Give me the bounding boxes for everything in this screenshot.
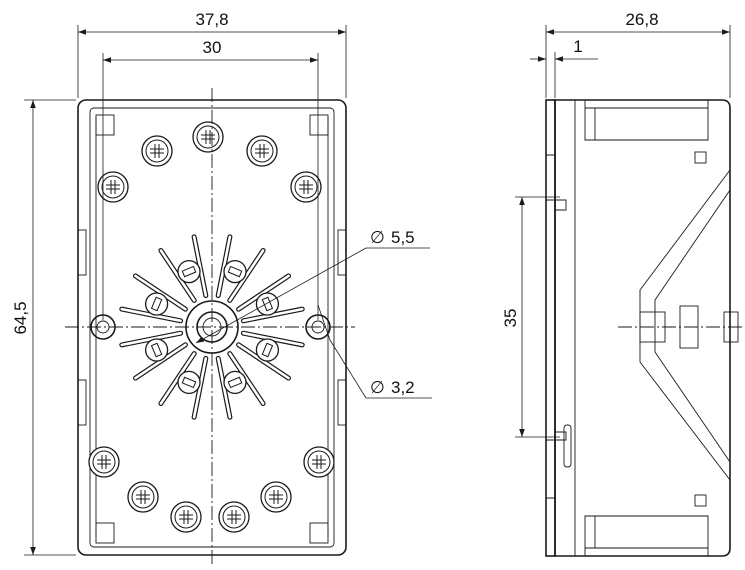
socket-contact bbox=[144, 292, 169, 316]
corner-boss-tr bbox=[309, 114, 329, 136]
terminal-screw bbox=[88, 446, 120, 478]
terminal-screw bbox=[290, 171, 322, 203]
side-window-bottom bbox=[694, 494, 707, 507]
dimension-pin-pitch-width: 30 bbox=[203, 38, 222, 57]
diameter-symbol-mount: ∅ bbox=[370, 378, 385, 397]
socket-rib-inner bbox=[242, 331, 304, 347]
socket-contact bbox=[177, 259, 201, 284]
socket-rib-inner bbox=[216, 357, 232, 419]
corner-boss-br bbox=[309, 522, 329, 544]
socket-rib-inner bbox=[192, 235, 208, 297]
side-view: 26,8 1 35 bbox=[501, 10, 745, 557]
socket-contact bbox=[177, 370, 201, 395]
terminal-screw bbox=[170, 501, 202, 533]
side-notch-l2 bbox=[77, 379, 87, 426]
socket-rib-inner bbox=[134, 343, 187, 380]
socket-rib-inner bbox=[120, 307, 182, 323]
terminal-screw bbox=[127, 481, 159, 513]
side-top-terminal bbox=[584, 100, 709, 141]
dimension-center-hole-diameter: 5,5 bbox=[391, 228, 415, 247]
socket-contact bbox=[144, 338, 169, 362]
terminal-screw bbox=[260, 481, 292, 513]
side-window-top bbox=[694, 151, 707, 164]
leader-mount-hole bbox=[329, 339, 367, 399]
side-bottom-terminal bbox=[584, 515, 709, 556]
side-notch-r1 bbox=[337, 229, 347, 276]
socket-rib-inner bbox=[159, 352, 196, 405]
socket-rib-inner bbox=[120, 331, 182, 347]
dimension-rail-width: 35 bbox=[501, 309, 520, 328]
side-notch-l1 bbox=[77, 229, 87, 276]
diameter-symbol-center: ∅ bbox=[370, 228, 385, 247]
side-socket-taper bbox=[639, 169, 731, 481]
dimension-mounting-hole-diameter: 3,2 bbox=[391, 378, 415, 397]
terminal-screw bbox=[246, 135, 278, 167]
socket-rib-inner bbox=[237, 274, 290, 311]
socket-contact bbox=[223, 370, 247, 395]
socket-rib-inner bbox=[228, 352, 265, 405]
side-flange bbox=[545, 99, 556, 557]
dimension-overall-height: 64,5 bbox=[11, 301, 30, 334]
terminal-screw bbox=[303, 446, 335, 478]
socket-rib-inner bbox=[159, 249, 196, 302]
terminal-screw bbox=[192, 121, 224, 153]
socket-contact bbox=[255, 338, 280, 362]
leader-center-hole bbox=[195, 247, 367, 344]
side-release-tab bbox=[563, 424, 572, 468]
side-body-outline bbox=[554, 99, 731, 557]
side-clip-bottom bbox=[546, 431, 567, 499]
socket-rib-inner bbox=[228, 249, 265, 302]
front-body-inner bbox=[89, 107, 335, 548]
socket-rib-inner bbox=[242, 307, 304, 323]
terminal-screw bbox=[141, 135, 173, 167]
front-view: 37,8 30 64,5 ∅ 5,5 ∅ 3,2 bbox=[11, 10, 432, 567]
dimension-overall-width: 37,8 bbox=[195, 10, 228, 29]
side-clip-top bbox=[546, 154, 567, 211]
terminal-screws bbox=[88, 121, 335, 533]
socket-contact bbox=[223, 259, 247, 284]
side-notch-r2 bbox=[337, 379, 347, 426]
leader-mount-hole-top bbox=[317, 304, 331, 341]
socket-rib-inner bbox=[192, 357, 208, 419]
corner-boss-tl bbox=[95, 114, 115, 136]
octal-socket bbox=[119, 234, 305, 420]
terminal-screw bbox=[218, 501, 250, 533]
socket-rib-inner bbox=[134, 274, 187, 311]
socket-rib-inner bbox=[216, 235, 232, 297]
corner-boss-bl bbox=[95, 522, 115, 544]
socket-rib-inner bbox=[237, 343, 290, 380]
dimension-overall-depth: 26,8 bbox=[625, 10, 658, 29]
side-socket-taper-inner bbox=[654, 189, 731, 463]
dimension-flange-thickness: 1 bbox=[573, 37, 582, 56]
socket-contact bbox=[255, 292, 280, 316]
terminal-screw bbox=[97, 171, 129, 203]
